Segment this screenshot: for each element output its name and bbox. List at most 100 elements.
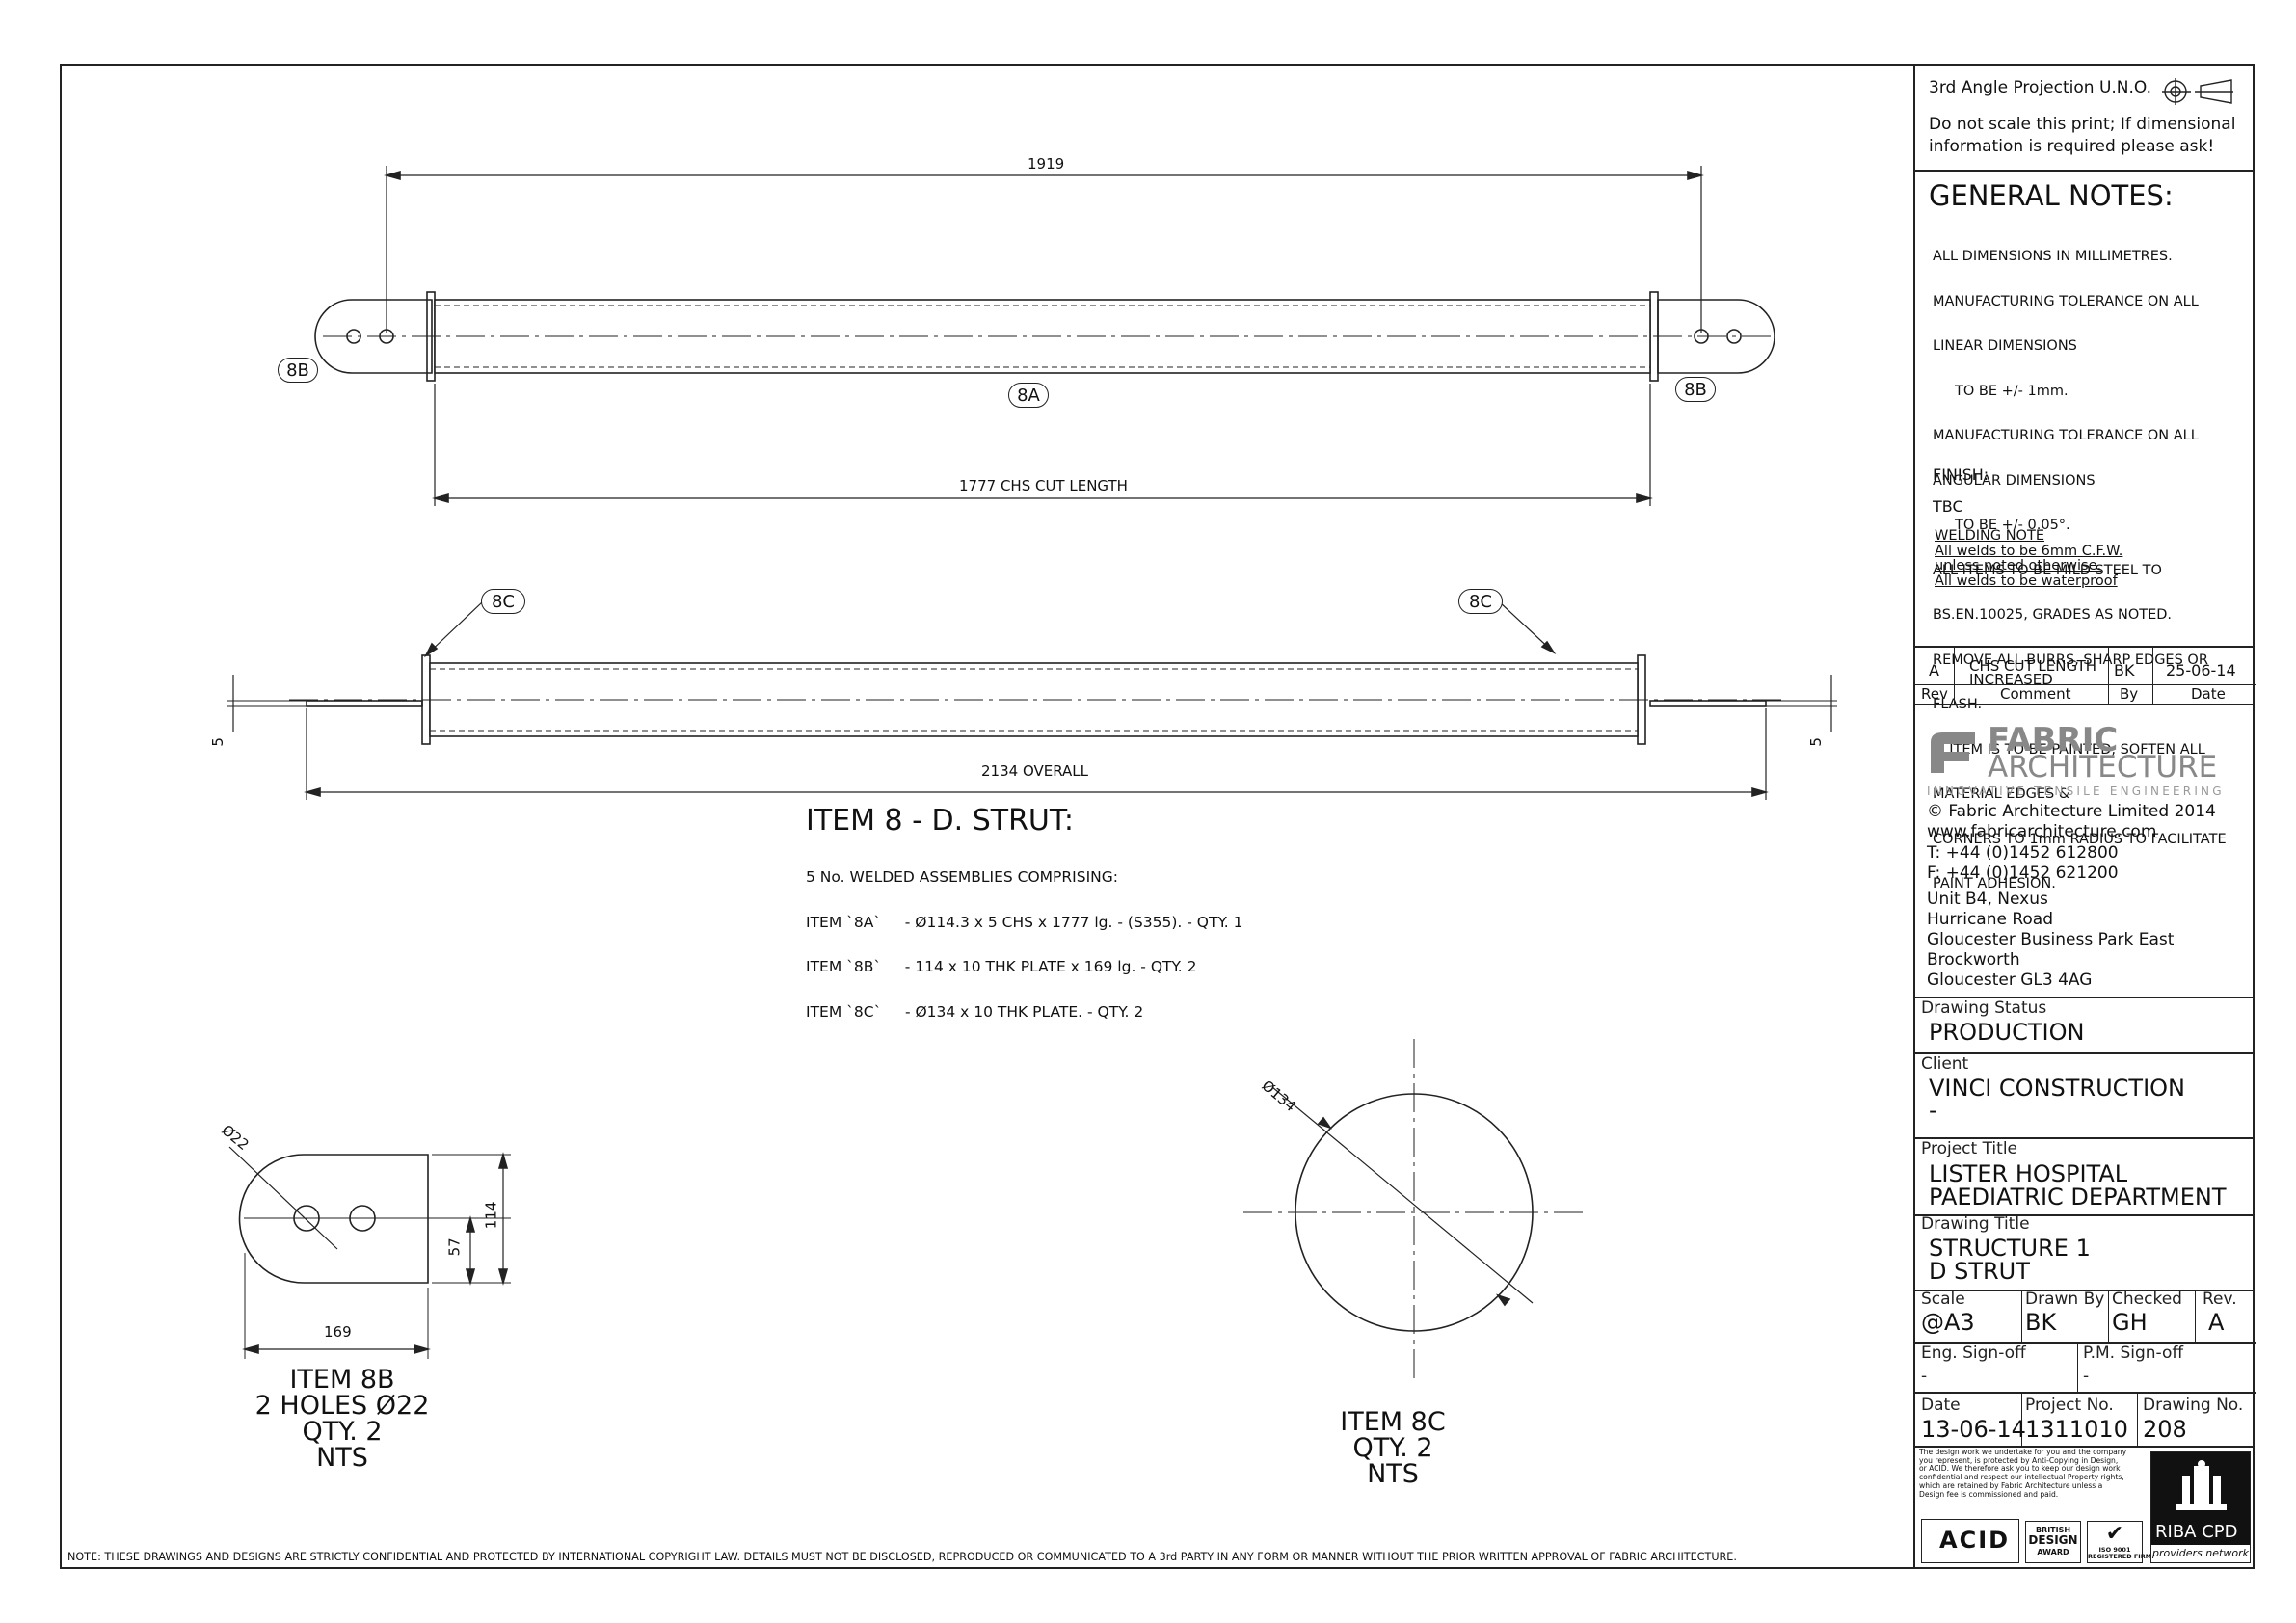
client-label: Client	[1921, 1054, 1969, 1074]
iso-line: REGISTERED FIRM	[2088, 1553, 2152, 1561]
divider	[1915, 1214, 2255, 1216]
item8-title: ITEM 8 - D. STRUT:	[806, 804, 1075, 838]
welding-line: unless noted otherwise.	[1935, 558, 2102, 573]
company-address: Unit B4, Nexus Hurricane Road Gloucester…	[1927, 890, 2174, 991]
company-contact: © Fabric Architecture Limited 2014 www.f…	[1927, 802, 2216, 884]
riba-cpd-badge: RIBA CPD providers network	[2150, 1451, 2251, 1563]
plate-8b-right	[1657, 299, 1775, 374]
title-block: 3rd Angle Projection U.N.O. Do not scale…	[1913, 64, 2256, 1569]
hole-icon	[1726, 329, 1742, 344]
plate-width-label: 169	[324, 1323, 352, 1341]
item8-line: ITEM `8A` - Ø114.3 x 5 CHS x 1777 lg. - …	[806, 913, 1243, 931]
item8c-label: ITEM 8C QTY. 2 NTS	[1321, 1409, 1465, 1487]
divider	[1915, 1052, 2255, 1054]
project-title-line: PAEDIATRIC DEPARTMENT	[1929, 1184, 2227, 1211]
legal-line: which are retained by Fabric Architectur…	[1919, 1480, 2103, 1490]
callout-8a: 8A	[1008, 383, 1049, 408]
project-title: LISTER HOSPITAL PAEDIATRIC DEPARTMENT	[1929, 1162, 2227, 1209]
drawn-by-label: Drawn By	[2025, 1290, 2105, 1309]
note-line: MATERIAL EDGES &	[1933, 786, 2070, 802]
divider	[1915, 1137, 2255, 1139]
dim-1919: 1919	[1028, 155, 1065, 173]
address-line: Gloucester Business Park East	[1927, 930, 2175, 950]
callout-8c-left: 8C	[481, 589, 525, 614]
drawing-no-value: 208	[2143, 1416, 2187, 1443]
rev-label: Rev.	[2203, 1290, 2237, 1309]
award-line: DESIGN	[2028, 1533, 2078, 1548]
divider	[1915, 997, 2255, 998]
iso-9001-badge: ✔ ISO 9001 REGISTERED FIRM	[2087, 1521, 2152, 1563]
note-line: MANUFACTURING TOLERANCE ON ALL	[1933, 428, 2199, 443]
drawn-by-value: BK	[2025, 1309, 2057, 1336]
address-line: Gloucester GL3 4AG	[1927, 971, 2093, 991]
pm-signoff-label: P.M. Sign-off	[2083, 1344, 2184, 1363]
general-notes-heading: GENERAL NOTES:	[1929, 179, 2174, 212]
plate-side-left	[306, 700, 423, 707]
scale-label: Scale	[1921, 1290, 1965, 1309]
third-angle-projection-icon	[2162, 78, 2233, 105]
item8-line: ITEM `8B` - 114 x 10 THK PLATE x 169 lg.…	[806, 958, 1197, 975]
finish-label: FINISH:	[1933, 466, 1989, 484]
scale-value: @A3	[1921, 1309, 1975, 1336]
note-line: TO BE +/- 1mm.	[1933, 383, 2069, 399]
note-line: LINEAR DIMENSIONS	[1933, 338, 2077, 354]
item8b-label: ITEM 8B 2 HOLES Ø22 QTY. 2 NTS	[241, 1367, 443, 1471]
legal-line: confidential and respect our intellectua…	[1919, 1473, 2124, 1482]
iso-line: ISO 9001	[2098, 1546, 2131, 1554]
iso-text: ISO 9001 REGISTERED FIRM	[2088, 1546, 2152, 1561]
welding-line: WELDING NOTE	[1935, 528, 2044, 544]
project-title-label: Project Title	[1921, 1139, 2017, 1158]
by-cell: BK	[2114, 661, 2135, 679]
fabric-architecture-logo-icon	[1931, 732, 1975, 773]
client-name: VINCI CONSTRUCTION	[1929, 1075, 2185, 1102]
comment-line: CHS CUT LENGTH	[1969, 657, 2097, 675]
british-design-award-badge: BRITISH DESIGN AWARD	[2025, 1521, 2081, 1563]
item-8b-detail	[228, 1146, 511, 1359]
dim-5-left: 5	[208, 737, 227, 747]
riba-crest-icon	[2176, 1460, 2227, 1510]
drawing-no-label: Drawing No.	[2143, 1396, 2244, 1415]
welding-line: All welds to be 6mm C.F.W.	[1935, 543, 2123, 559]
eng-signoff-value: -	[1921, 1367, 1928, 1386]
comment-cell: CHS CUT LENGTH INCREASED	[1969, 657, 2097, 689]
drawing-status-label: Drawing Status	[1921, 998, 2047, 1018]
legal-text: The design work we undertake for you and…	[1919, 1448, 2127, 1499]
note-line: IF ITEM IS TO BE PAINTED, SOFTEN ALL	[1933, 741, 2205, 758]
drawing-title: STRUCTURE 1 D STRUT	[1929, 1237, 2091, 1283]
fax: F: +44 (0)1452 621200	[1927, 863, 2119, 883]
comment-line: INCREASED	[1969, 671, 2053, 689]
riba-cpd-text: RIBA CPD	[2155, 1522, 2238, 1542]
website-link[interactable]: www.fabricarchitecture.com	[1927, 822, 2157, 842]
note-line: TO BE +/- 0.05°.	[1933, 518, 2070, 533]
item8-description: 5 No. WELDED ASSEMBLIES COMPRISING: ITEM…	[806, 840, 1242, 1035]
note-line: PAINT ADHESION.	[1933, 876, 2056, 891]
side-view	[227, 601, 1837, 800]
plate-8b-detail	[238, 1154, 429, 1284]
note-line: ALL ITEMS TO BE MILD STEEL TO	[1933, 562, 2162, 578]
note-line: BS.EN.10025, GRADES AS NOTED.	[1933, 607, 2173, 623]
item8-line: ITEM `8C` - Ø134 x 10 THK PLATE. - QTY. …	[806, 1002, 1144, 1021]
rev-cell: A	[1929, 661, 1939, 679]
drawing-title-line: D STRUT	[1929, 1258, 2030, 1285]
project-no-value: 1311010	[2025, 1416, 2128, 1443]
date-value: 13-06-14	[1921, 1416, 2026, 1443]
drawing-title-label: Drawing Title	[1921, 1214, 2030, 1234]
dim-5-right: 5	[1806, 737, 1825, 747]
welding-line: All welds to be waterproof	[1935, 572, 2118, 589]
note-line: CORNERS TO 1mm RADIUS TO FACILITATE	[1933, 831, 2227, 847]
pm-signoff-value: -	[2083, 1367, 2090, 1386]
checkmark-icon: ✔	[2105, 1522, 2124, 1546]
note-line: ANGULAR DIMENSIONS	[1933, 472, 2096, 489]
legal-line: The design work we undertake for you and…	[1919, 1448, 2127, 1456]
by-header: By	[2120, 685, 2139, 703]
scale-warning-line: information is required please ask!	[1929, 136, 2215, 156]
note-line: REMOVE ALL BURRS, SHARP EDGES OR	[1933, 652, 2208, 668]
plate-8b-left	[314, 299, 433, 374]
item8b-line: NTS	[316, 1443, 368, 1473]
rev-value: A	[2208, 1309, 2225, 1336]
legal-line: or ACID. We therefore ask you to keep ou…	[1919, 1464, 2121, 1474]
projection-label: 3rd Angle Projection U.N.O.	[1929, 78, 2152, 97]
address-line: Hurricane Road	[1927, 910, 2054, 930]
revision-table: A CHS CUT LENGTH INCREASED BK 25-06-14 R…	[1915, 646, 2256, 704]
